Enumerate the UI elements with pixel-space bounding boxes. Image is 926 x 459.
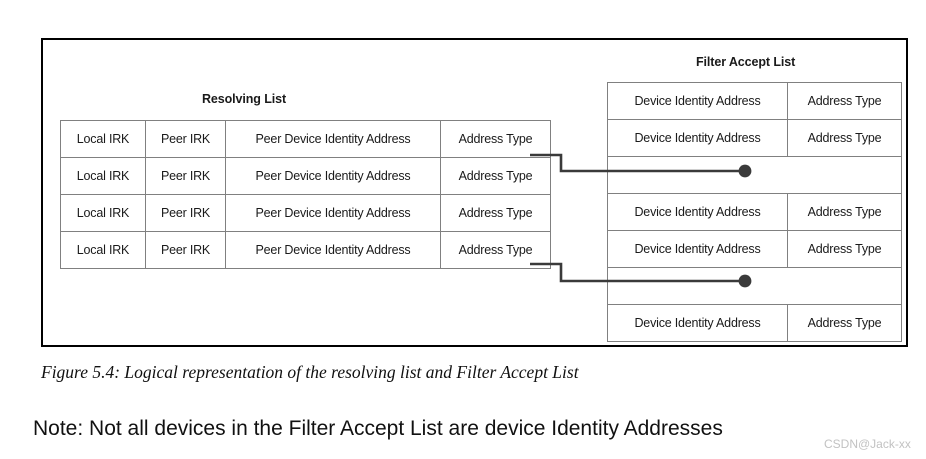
table-row: Local IRK Peer IRK Peer Device Identity …	[60, 120, 551, 158]
resolving-list-table: Local IRK Peer IRK Peer Device Identity …	[60, 120, 551, 269]
table-row: Local IRK Peer IRK Peer Device Identity …	[60, 194, 551, 232]
cell-address-type: Address Type	[440, 231, 551, 269]
cell-address-type: Address Type	[787, 119, 902, 157]
cell-address-type: Address Type	[787, 193, 902, 231]
figure-caption: Figure 5.4: Logical representation of th…	[41, 362, 579, 382]
table-row: Local IRK Peer IRK Peer Device Identity …	[60, 157, 551, 195]
cell-address-type: Address Type	[440, 120, 551, 158]
cell-peer-device-identity-address: Peer Device Identity Address	[225, 194, 441, 232]
table-row: Device Identity Address Address Type	[607, 193, 902, 231]
table-row: Device Identity Address Address Type	[607, 304, 902, 342]
watermark: CSDN@Jack-xx	[824, 437, 911, 451]
cell-linked-entry-slot	[607, 156, 902, 194]
cell-device-identity-address: Device Identity Address	[607, 119, 788, 157]
cell-address-type: Address Type	[440, 194, 551, 232]
resolving-list-body: Local IRK Peer IRK Peer Device Identity …	[60, 120, 551, 269]
cell-peer-irk: Peer IRK	[145, 231, 226, 269]
table-row-linked	[607, 156, 902, 194]
cell-local-irk: Local IRK	[60, 231, 146, 269]
table-row: Local IRK Peer IRK Peer Device Identity …	[60, 231, 551, 269]
cell-address-type: Address Type	[787, 230, 902, 268]
filter-accept-list-table: Device Identity Address Address Type Dev…	[607, 82, 902, 342]
cell-address-type: Address Type	[787, 82, 902, 120]
filter-accept-list-title: Filter Accept List	[696, 55, 796, 69]
cell-device-identity-address: Device Identity Address	[607, 82, 788, 120]
cell-peer-irk: Peer IRK	[145, 194, 226, 232]
table-row: Device Identity Address Address Type	[607, 82, 902, 120]
cell-address-type: Address Type	[440, 157, 551, 195]
cell-linked-entry-slot	[607, 267, 902, 305]
table-row-linked	[607, 267, 902, 305]
cell-local-irk: Local IRK	[60, 194, 146, 232]
cell-local-irk: Local IRK	[60, 157, 146, 195]
cell-peer-device-identity-address: Peer Device Identity Address	[225, 120, 441, 158]
cell-peer-device-identity-address: Peer Device Identity Address	[225, 157, 441, 195]
table-row: Device Identity Address Address Type	[607, 230, 902, 268]
cell-device-identity-address: Device Identity Address	[607, 304, 788, 342]
cell-peer-irk: Peer IRK	[145, 120, 226, 158]
cell-address-type: Address Type	[787, 304, 902, 342]
cell-peer-irk: Peer IRK	[145, 157, 226, 195]
cell-local-irk: Local IRK	[60, 120, 146, 158]
figure-note: Note: Not all devices in the Filter Acce…	[33, 417, 723, 440]
cell-device-identity-address: Device Identity Address	[607, 230, 788, 268]
table-row: Device Identity Address Address Type	[607, 119, 902, 157]
cell-device-identity-address: Device Identity Address	[607, 193, 788, 231]
cell-peer-device-identity-address: Peer Device Identity Address	[225, 231, 441, 269]
filter-accept-list-body: Device Identity Address Address Type Dev…	[607, 82, 902, 342]
resolving-list-title: Resolving List	[202, 92, 287, 106]
